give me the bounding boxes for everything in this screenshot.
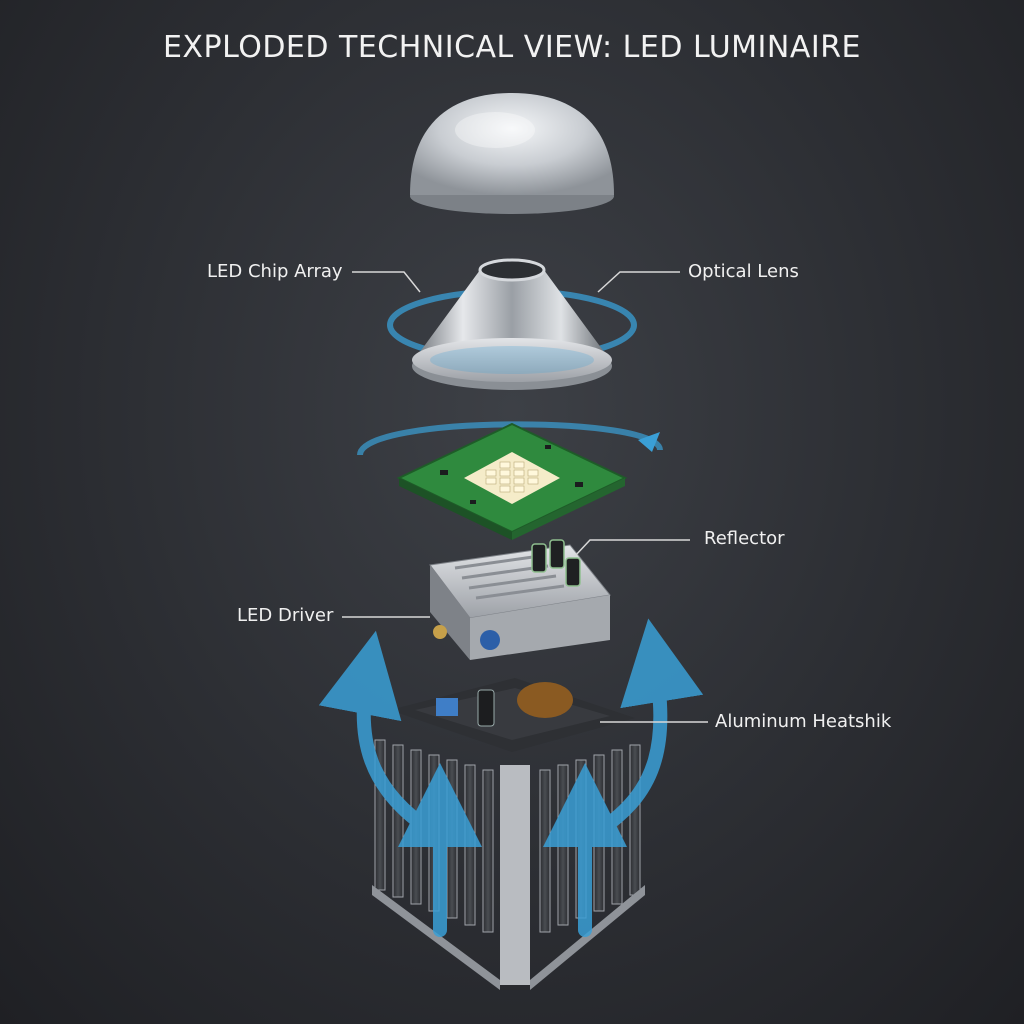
- capacitor-icons: [531, 539, 581, 587]
- optical-lens-dome: [410, 93, 614, 214]
- leader-lines: [342, 271, 708, 723]
- led-driver-box: [429, 539, 611, 660]
- led-chip-array-board: [357, 421, 663, 540]
- airflow-arrow-icon: [318, 618, 704, 937]
- label-aluminum-heatsink: Aluminum Heatshik: [715, 711, 892, 732]
- label-led-chip-array: LED Chip Array: [207, 261, 343, 282]
- label-optical-lens: Optical Lens: [688, 261, 799, 282]
- reflector-cone: [387, 258, 637, 390]
- label-reflector: Reflector: [704, 528, 785, 549]
- page-title: EXPLODED TECHNICAL VIEW: LED LUMINAIRE: [162, 30, 862, 65]
- label-led-driver: LED Driver: [237, 605, 334, 626]
